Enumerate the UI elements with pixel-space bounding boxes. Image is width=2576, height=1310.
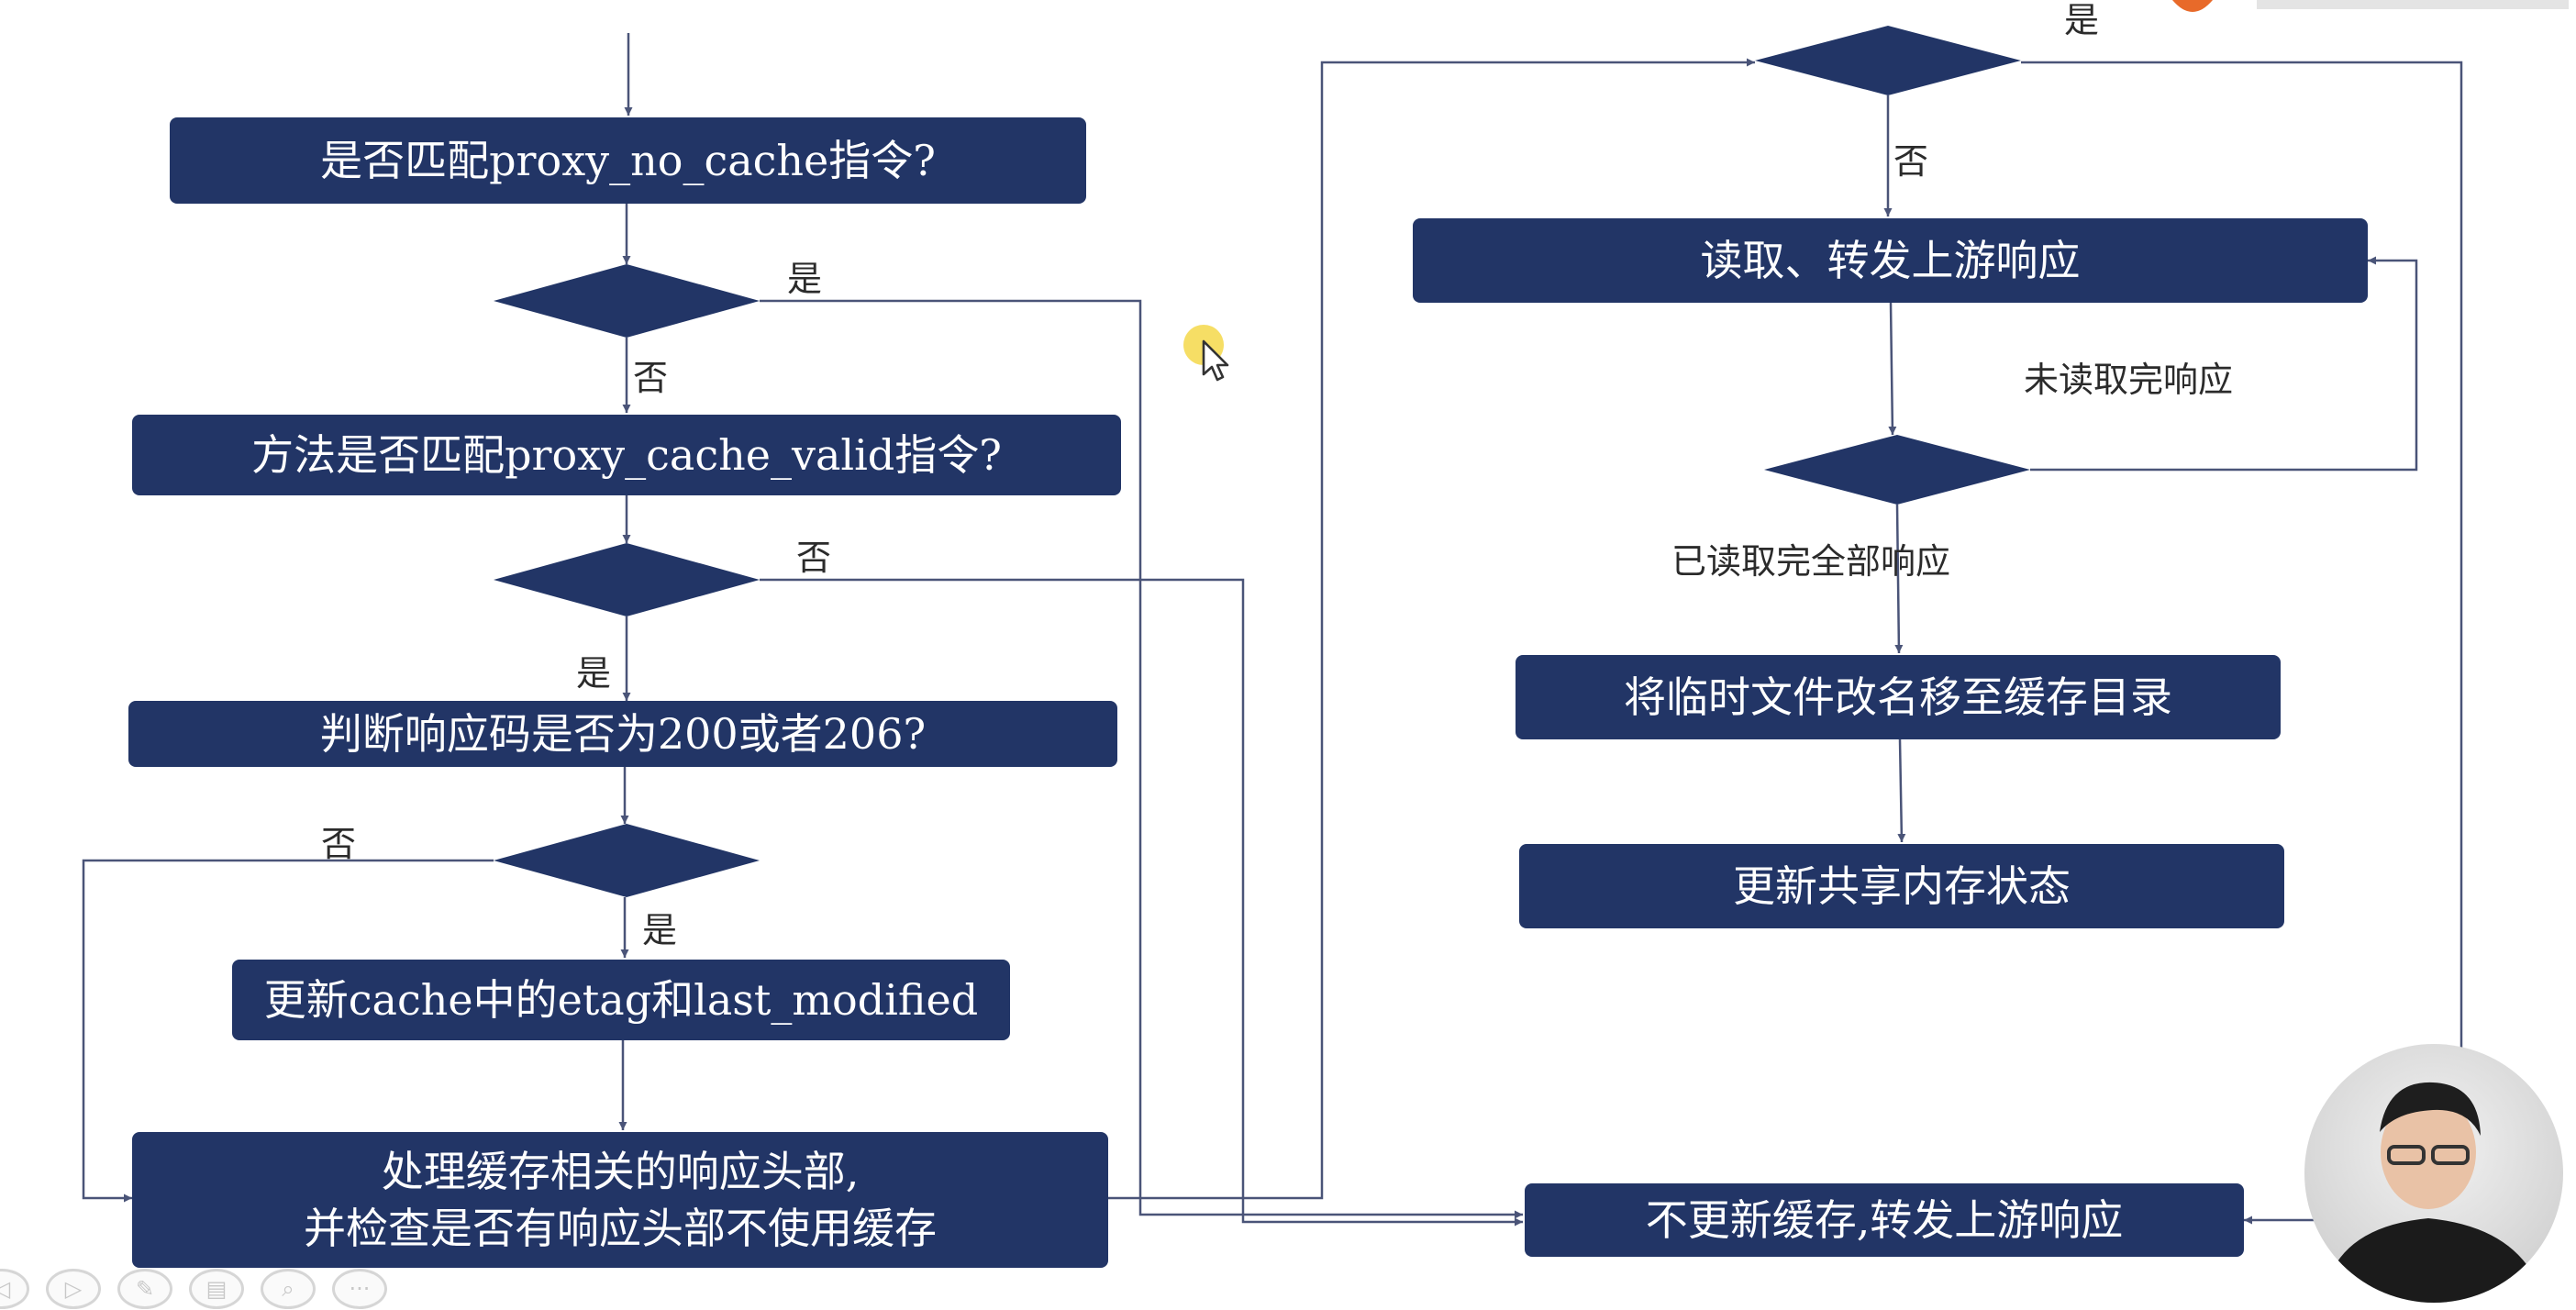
box-update-etag-text: 更新cache中的etag和last_modified: [263, 975, 979, 1025]
decision-diamond-top: [1755, 26, 2021, 95]
logo-icon: [2172, 0, 2569, 12]
edge-headers-to-top: [1108, 58, 1755, 1200]
box-process-headers: 处理缓存相关的响应头部, 并检查是否有响应头部不使用缓存: [132, 1132, 1108, 1268]
box-no-cache: 是否匹配proxy_no_cache指令?: [170, 117, 1086, 204]
slides-icon[interactable]: ▤: [189, 1269, 244, 1309]
webcam-overlay: [2304, 1044, 2563, 1303]
edge-d1-yes: [760, 299, 1523, 1219]
box-update-shm-text: 更新共享内存状态: [1733, 861, 2071, 911]
box-read-forward-text: 读取、转发上游响应: [1700, 236, 2081, 285]
slide-toolbar: ◁ ▷ ✎ ▤ ⌕ ···: [0, 1268, 387, 1310]
edge-d2-no: [760, 578, 1523, 1227]
label-d1-no: 否: [633, 358, 669, 398]
box-read-forward: 读取、转发上游响应: [1413, 218, 2368, 303]
logo-fragment: [2156, 0, 2576, 20]
zoom-icon[interactable]: ⌕: [261, 1269, 316, 1309]
label-top-no: 否: [1893, 141, 1929, 182]
box-no-update-forward: 不更新缓存,转发上游响应: [1525, 1183, 2244, 1257]
decision-diamond-status-code: [494, 824, 760, 897]
label-d3-no: 否: [321, 824, 357, 864]
cursor-icon: [1202, 339, 1229, 382]
label-top-yes: 是: [2064, 0, 2100, 40]
edge-rename-to-shm: [1897, 738, 1906, 843]
edge-finished: [1894, 504, 1904, 654]
box-cache-valid-text: 方法是否匹配proxy_cache_valid指令?: [251, 430, 1002, 480]
box-status-code: 判断响应码是否为200或者206?: [128, 701, 1117, 767]
label-not-finished: 未读取完响应: [2024, 360, 2234, 400]
prev-icon[interactable]: ◁: [0, 1269, 29, 1309]
box-update-shm: 更新共享内存状态: [1519, 844, 2284, 928]
box-update-etag: 更新cache中的etag和last_modified: [232, 960, 1010, 1040]
more-icon[interactable]: ···: [332, 1269, 387, 1309]
edge-not-finished: [2030, 256, 2418, 472]
play-icon[interactable]: ▷: [46, 1269, 101, 1309]
box-process-headers-line2: 并检查是否有响应头部不使用缓存: [304, 1204, 937, 1253]
box-rename-temp-text: 将临时文件改名移至缓存目录: [1624, 672, 2172, 722]
edge-read-to-d: [1888, 302, 1897, 436]
box-no-update-forward-text: 不更新缓存,转发上游响应: [1645, 1195, 2124, 1245]
label-d1-yes: 是: [787, 259, 823, 299]
label-d2-yes: 是: [576, 653, 612, 694]
decision-diamond-cache-valid: [494, 543, 760, 616]
label-d3-yes: 是: [642, 910, 678, 950]
box-cache-valid: 方法是否匹配proxy_cache_valid指令?: [132, 415, 1121, 495]
pen-icon[interactable]: ✎: [117, 1269, 172, 1309]
box-status-code-text: 判断响应码是否为200或者206?: [319, 709, 927, 759]
box-no-cache-text: 是否匹配proxy_no_cache指令?: [320, 136, 936, 185]
decision-diamond-read-complete: [1764, 435, 2030, 505]
label-d2-no: 否: [796, 538, 832, 578]
label-finished: 已读取完全部响应: [1671, 541, 1951, 582]
decision-diamond-no-cache: [494, 264, 760, 338]
presenter-silhouette-icon: [2323, 1082, 2545, 1303]
box-process-headers-line1: 处理缓存相关的响应头部,: [381, 1147, 860, 1196]
box-rename-temp: 将临时文件改名移至缓存目录: [1516, 655, 2281, 739]
edge-d3-no: [82, 859, 494, 1203]
